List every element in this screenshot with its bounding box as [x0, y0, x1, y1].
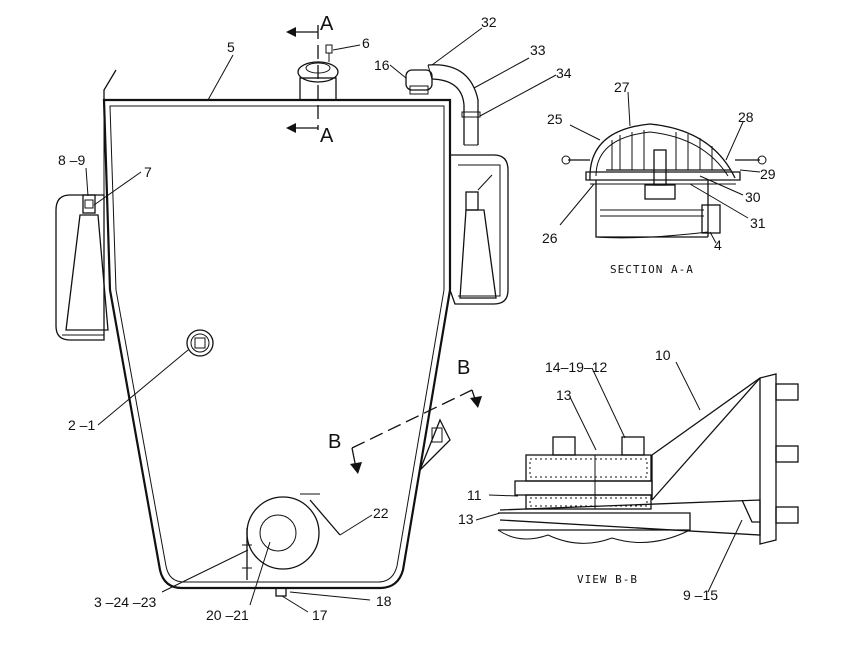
left-filter-guard: [55, 194, 109, 341]
tank-mount-bracket: [419, 418, 451, 471]
callout-33: 33: [530, 42, 546, 58]
callout-11: 11: [467, 487, 482, 503]
view-b-b: [475, 361, 799, 593]
callout-2-1: 2 –1: [68, 417, 95, 433]
callout-31: 31: [750, 215, 766, 231]
callout-22: 22: [373, 505, 389, 521]
section-mark-a-top: A: [320, 13, 334, 35]
fuel-sender: [242, 493, 341, 580]
caption-section-a-a: SECTION A-A: [610, 263, 694, 276]
callout-34: 34: [556, 65, 572, 81]
section-mark-b-right: B: [457, 357, 470, 379]
section-a-a-view: [559, 91, 767, 244]
section-mark-b-left: B: [328, 431, 341, 453]
callout-10: 10: [655, 347, 671, 363]
callout-28: 28: [738, 109, 754, 125]
callout-30: 30: [745, 189, 761, 205]
callout-25: 25: [547, 111, 563, 127]
callout-4: 4: [714, 237, 722, 253]
drain-cock: [275, 587, 287, 597]
section-line-b: [350, 389, 482, 474]
callout-9-15: 9 –15: [683, 587, 718, 603]
callout-8-9: 8 –9: [58, 152, 85, 168]
callout-14-19-12: 14–19–12: [545, 359, 608, 375]
callout-26: 26: [542, 230, 558, 246]
drain-plug: [186, 329, 214, 357]
callout-6: 6: [362, 35, 370, 51]
callout-20-21: 20 –21: [206, 607, 249, 623]
callout-18: 18: [376, 593, 392, 609]
callout-29: 29: [760, 166, 776, 182]
callout-16: 16: [374, 57, 390, 73]
section-line-a: [286, 25, 319, 133]
callout-5: 5: [227, 39, 235, 55]
callout-27: 27: [614, 79, 630, 95]
callout-7: 7: [144, 164, 152, 180]
leader-lines: [85, 27, 557, 613]
callout-13-bottom: 13: [458, 511, 474, 527]
right-filter-guard: [449, 154, 509, 305]
callout-17: 17: [312, 607, 328, 623]
breather-hose: [405, 64, 481, 146]
callout-13-top: 13: [556, 387, 572, 403]
fuel-tank: [102, 69, 452, 590]
section-mark-a-bottom: A: [320, 125, 334, 147]
callout-32: 32: [481, 14, 497, 30]
caption-view-b-b: VIEW B-B: [577, 573, 638, 586]
callout-3-24-23: 3 –24 –23: [94, 594, 156, 610]
